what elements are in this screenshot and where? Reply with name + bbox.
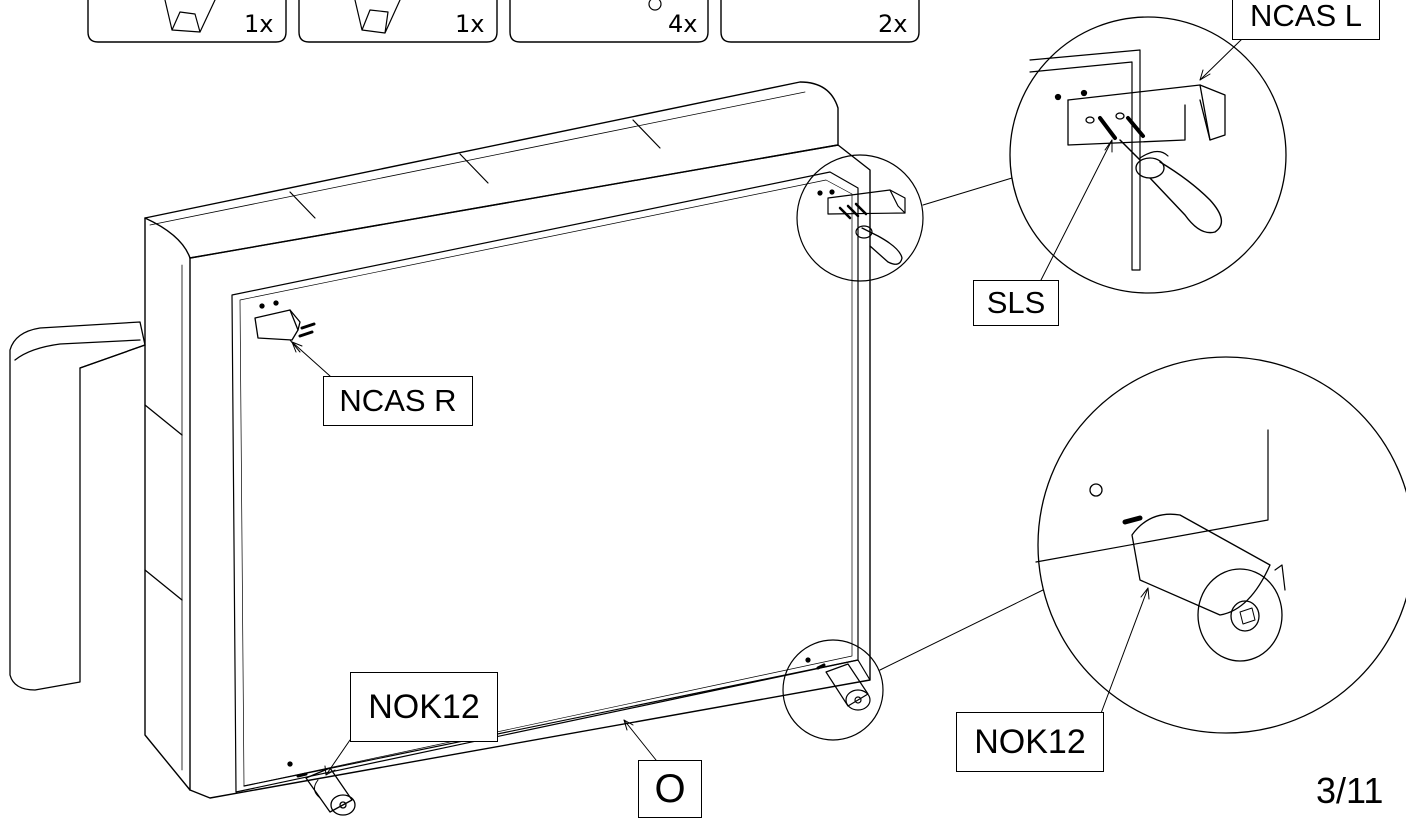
bracket-part-icon-2 [354,0,401,34]
page-number: 3/11 [1316,770,1384,811]
part-qty-1: 1x [244,10,274,38]
zoom-circle-small-bottom [782,639,884,741]
parts-strip [87,0,920,43]
leader-nok12-right [1099,587,1149,717]
side-cabinet [9,321,183,691]
connector-lines [879,177,1044,671]
part-qty-3: 4x [668,10,698,38]
label-nok12-right: NOK12 [956,712,1104,772]
leader-sls [1039,139,1113,283]
part-qty-2: 1x [455,10,485,38]
ncas-r-bracket [254,300,316,353]
leader-o [623,719,657,761]
label-ncas-r: NCAS R [323,376,473,426]
part-box-2 [298,0,498,43]
label-o: O [638,760,702,818]
leader-lines [291,37,1244,776]
part-qty-4: 2x [878,10,908,38]
part-box-1 [87,0,287,43]
leader-nok12-left [325,739,351,776]
label-ncas-l: NCAS L [1232,0,1380,40]
bracket-part-icon-1 [164,0,216,33]
zoom-circle-large-top [1009,16,1287,294]
leader-ncas-r [291,341,331,377]
zoom-circle-small-top [796,154,924,282]
main-unit [144,81,871,799]
part-box-3 [509,0,709,43]
label-sls: SLS [973,280,1059,326]
leader-ncas-l [1199,37,1244,81]
screw-part-icon [648,0,662,11]
label-nok12-left: NOK12 [350,672,498,742]
nok12-foot-left [287,761,356,816]
part-box-4 [720,0,920,43]
zoom-circle-large-bottom [1035,356,1406,734]
